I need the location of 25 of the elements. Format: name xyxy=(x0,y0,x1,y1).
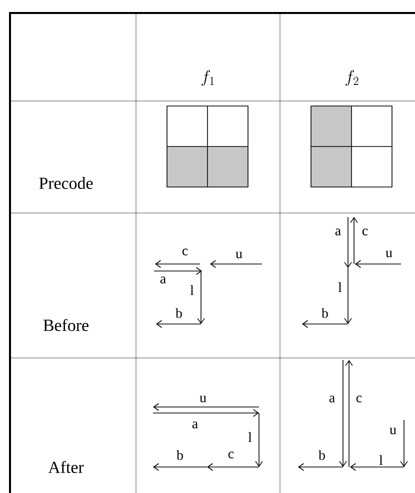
label: l xyxy=(338,282,342,292)
label: c xyxy=(362,228,368,236)
label: a xyxy=(329,396,335,402)
label: u xyxy=(390,428,396,434)
label: u xyxy=(200,396,206,402)
label: b xyxy=(176,308,182,318)
label: u xyxy=(236,252,242,258)
label: l xyxy=(190,285,194,295)
label: a xyxy=(335,228,341,236)
label: a xyxy=(192,422,198,428)
label: b xyxy=(176,450,183,460)
label: b xyxy=(318,450,325,460)
label: $f_1$ xyxy=(202,70,214,86)
label: Precode xyxy=(39,177,93,189)
label: c xyxy=(356,396,362,402)
label: a xyxy=(160,276,166,284)
label: c xyxy=(228,452,234,458)
label: b xyxy=(322,308,328,318)
label: c xyxy=(182,248,188,256)
label: After xyxy=(48,460,84,474)
label: l xyxy=(248,432,252,442)
label: l xyxy=(379,455,383,465)
label: Before xyxy=(43,318,88,332)
label: u xyxy=(386,250,392,258)
label: $f_2$ xyxy=(346,70,358,86)
